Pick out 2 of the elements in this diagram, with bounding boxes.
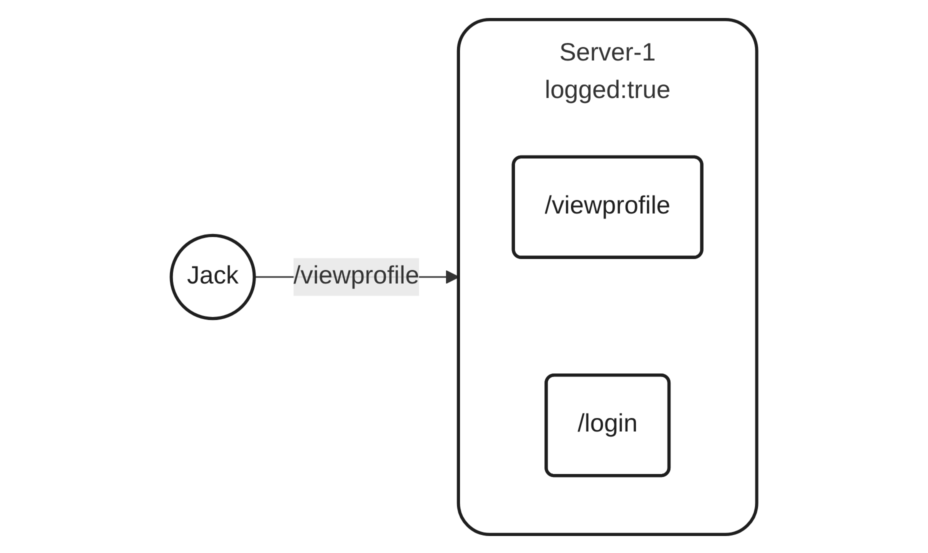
edge-label: /viewprofile xyxy=(294,262,420,290)
node-circle: Jack xyxy=(170,233,256,320)
